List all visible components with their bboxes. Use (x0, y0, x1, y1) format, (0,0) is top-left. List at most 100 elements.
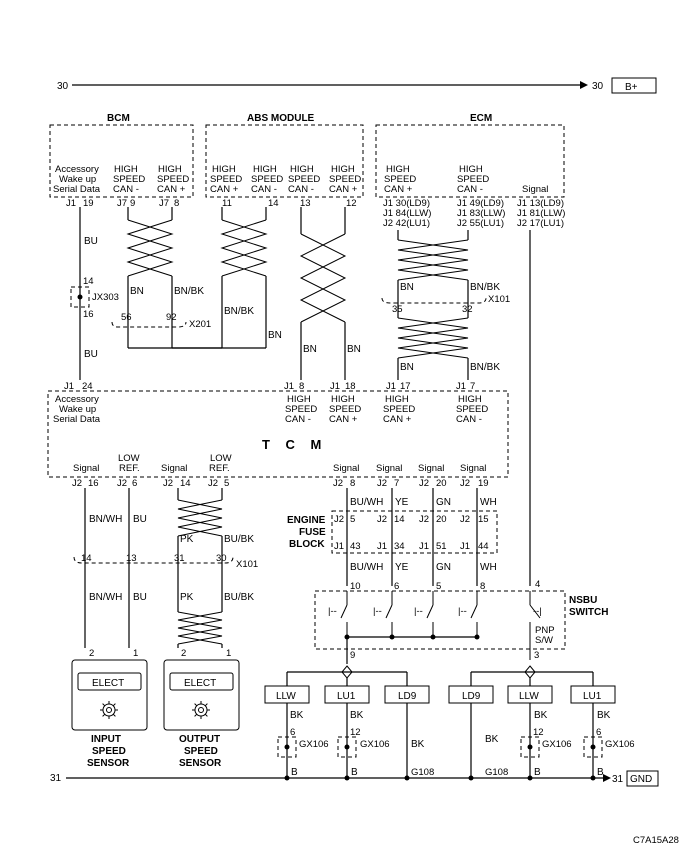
wire-label-bnbk: BN/BK (470, 362, 500, 373)
tcm-title: T C M (262, 437, 327, 452)
x101-bottom-connector: 14 13 31 30 X101 (73, 553, 258, 570)
wire-label-gn: GN (436, 562, 451, 573)
variant-label: LD9 (462, 691, 481, 702)
tcm-bottom-pin: 14 (180, 478, 191, 489)
tcm-bottom-pin: 5 (224, 478, 229, 489)
fuse-pin: J2 (334, 514, 344, 525)
fuse-pin: 34 (394, 541, 405, 552)
wire-label-bu: BU (84, 349, 98, 360)
ecm-pin-a: J2 42(LU1) (383, 218, 430, 229)
tcm-hs-pin: 8 (299, 381, 304, 392)
bcm-acc-2: Wake up (59, 174, 96, 185)
tcm-bottom-pin: J2 (460, 478, 470, 489)
ecm-pin-b: J1 49(LD9) (457, 198, 504, 209)
variant-label: LD9 (398, 691, 417, 702)
ecm-pin-b: J2 55(LU1) (457, 218, 504, 229)
ground-wires: BK BK BK BK BK BK 6 GX106 12 GX106 12 GX… (277, 703, 635, 778)
gx106-label: GX106 (605, 739, 635, 750)
g108-label: G108 (411, 767, 434, 778)
nsbu-pin: 4 (535, 579, 540, 590)
abs-c1-2: SPEED (210, 174, 242, 185)
pnp-label: S/W (535, 635, 553, 646)
ground-rail: 31 31 GND (50, 770, 659, 787)
sensor-name: OUTPUT (179, 734, 220, 745)
nsbu-out-pin: 9 (350, 650, 355, 661)
bcm-pin: 8 (174, 198, 179, 209)
abs-c3-3: CAN - (288, 184, 314, 195)
bcm-accessory-wire: BU 14 JX303 16 BU (70, 207, 119, 380)
rail-bottom-left-number: 31 (50, 773, 62, 784)
ecm-module: ECM HIGH SPEED CAN + HIGH SPEED CAN - Si… (375, 113, 565, 229)
wire-label-pk: PK (180, 592, 194, 603)
input-speed-sensor: 2 1 ELECT INPUT SPEED SENSOR (71, 648, 148, 769)
gnd-label: GND (630, 774, 652, 785)
x101-pin: 31 (174, 553, 185, 564)
ecm-pin-c: J2 17(LU1) (517, 218, 564, 229)
wire-label-bn: BN (347, 344, 361, 355)
wire-label-bn: BN (130, 286, 144, 297)
nsbu-label: NSBU (569, 595, 597, 606)
tcm-bottom-pin: 16 (88, 478, 99, 489)
abs-c1-3: CAN + (210, 184, 239, 195)
x201-pin-left: 56 (121, 312, 132, 323)
wire-label-b: B (351, 767, 358, 778)
tcm-bottom-pin: 8 (350, 478, 355, 489)
wire-label-bnbk: BN/BK (224, 306, 254, 317)
wire-label-wh: WH (480, 497, 497, 508)
nsbu-pin: 6 (394, 581, 399, 592)
tcm-bottom-label: Signal (333, 463, 359, 474)
tcm-hs-2: CAN + (329, 414, 358, 425)
fuse-pin: J2 (377, 514, 387, 525)
elect-label: ELECT (92, 678, 124, 689)
tcm-acc-pin: 24 (82, 381, 93, 392)
wire-label-gn: GN (436, 497, 451, 508)
tcm-bottom-pin: 6 (132, 478, 137, 489)
sensor-name: INPUT (91, 734, 121, 745)
ecm-c2-2: SPEED (457, 174, 489, 185)
abs-twisted-pair-2: BN BN (299, 207, 361, 380)
gx106-pin: 6 (596, 727, 601, 738)
tcm-bottom-pin: J2 (419, 478, 429, 489)
wire-label-bk: BK (597, 710, 611, 721)
tcm-hs-pin: 7 (470, 381, 475, 392)
tcm-bottom-pin: J2 (377, 478, 387, 489)
abs-c2-2: SPEED (251, 174, 283, 185)
wire-label-bk: BK (290, 710, 304, 721)
jx303-label: JX303 (92, 292, 119, 303)
gear-icon (100, 701, 118, 719)
sensor-name: SENSOR (87, 758, 130, 769)
tcm-hs-4: HIGH (458, 394, 482, 405)
fuse-pin: J1 (334, 541, 344, 552)
tcm-hs-4: CAN - (456, 414, 482, 425)
abs-c4-3: CAN + (329, 184, 358, 195)
wire-label-bk: BK (350, 710, 364, 721)
variant-boxes: LLW LU1 LD9 LD9 LLW LU1 (264, 685, 616, 704)
switch-contact-mark: |-- (458, 606, 467, 617)
elect-label: ELECT (184, 678, 216, 689)
gx106-label: GX106 (299, 739, 329, 750)
tcm-hs-2: SPEED (329, 404, 361, 415)
tcm-bottom-pin: J2 (117, 478, 127, 489)
rail-bottom-right-number: 31 (612, 774, 624, 785)
engine-fuse-block: ENGINE FUSE BLOCK J2 5 J2 14 J2 20 J2 15… (287, 510, 498, 573)
abs-c3-1: HIGH (290, 164, 314, 175)
ecm-c2-1: HIGH (459, 164, 483, 175)
abs-c3-2: SPEED (288, 174, 320, 185)
ecm-c1-1: HIGH (386, 164, 410, 175)
tcm-bottom-label: Signal (418, 463, 444, 474)
fuse-pin: 14 (394, 514, 405, 525)
fuse-pin: 51 (436, 541, 447, 552)
ecm-c1-3: CAN + (384, 184, 413, 195)
rail-top-right-number: 30 (592, 81, 604, 92)
wire-label-bk: BK (485, 734, 499, 745)
nsbu-label: SWITCH (569, 607, 608, 618)
fuse-pin: 20 (436, 514, 447, 525)
fuse-pin: J2 (419, 514, 429, 525)
tcm-hs-pin: J1 (330, 381, 340, 392)
wire-label-bu: BU (133, 514, 147, 525)
tcm-hs-1: SPEED (285, 404, 317, 415)
tcm-hs-1: HIGH (287, 394, 311, 405)
wire-label-pk: PK (180, 534, 194, 545)
wire-label-buwh: BU/WH (350, 497, 383, 508)
